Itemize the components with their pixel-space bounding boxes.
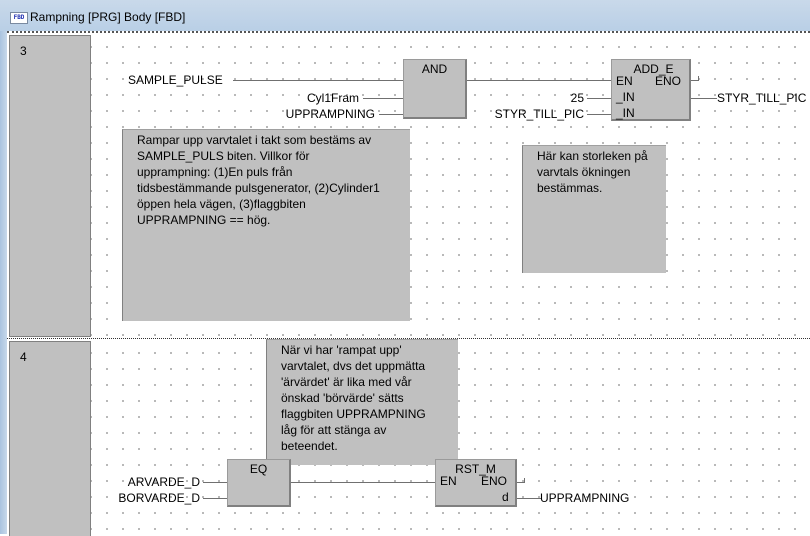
variable-styr-till-pic-in[interactable]: STYR_TILL_PIC: [494, 107, 584, 121]
network-gutter[interactable]: 4: [9, 341, 91, 536]
eno-wire: [691, 80, 699, 81]
variable-borvarde-d[interactable]: BORVARDE_D: [118, 491, 200, 505]
fbd-icon: FBD: [10, 12, 28, 24]
pin-eno: ENO: [481, 474, 508, 488]
pin-en: EN: [616, 74, 633, 88]
wire: [587, 114, 611, 115]
wire: [587, 98, 611, 99]
rst-m-block[interactable]: RST_M EN ENO d: [435, 459, 517, 507]
block-name: ADD_E: [633, 62, 674, 76]
pin-en: EN: [440, 474, 457, 488]
wire: [233, 80, 403, 81]
network-number: 4: [20, 350, 27, 364]
window-titlebar: FBD Rampning [PRG] Body [FBD]: [0, 0, 810, 32]
wire: [203, 482, 227, 483]
window-title: Rampning [PRG] Body [FBD]: [30, 10, 186, 24]
eno-wire: [698, 76, 699, 81]
variable-upprampning[interactable]: UPPRAMPNING: [285, 107, 375, 121]
network-4[interactable]: 4 När vi har 'rampat upp' varvtalet, dvs…: [7, 338, 810, 536]
variable-arvarde-d[interactable]: ARVARDE_D: [127, 475, 200, 489]
fbd-editor[interactable]: 3 SAMPLE_PULSE Cyl1Fram UPPRAMPNING AND …: [7, 31, 810, 536]
eno-wire: [517, 482, 525, 483]
wire: [691, 98, 717, 99]
pin-in2: _IN: [616, 106, 635, 120]
variable-upprampning-out[interactable]: UPPRAMPNING: [540, 491, 630, 505]
network-number: 3: [20, 44, 27, 58]
variable-styr-till-pic-out[interactable]: STYR_TILL_PIC: [717, 91, 807, 105]
pin-in1: _IN: [616, 90, 635, 104]
constant-25[interactable]: 25: [570, 91, 584, 105]
pin-eno: ENO: [655, 74, 682, 88]
wire: [291, 482, 435, 483]
wire: [379, 114, 403, 115]
wire: [363, 98, 403, 99]
window-frame-left: [0, 31, 7, 534]
comment-box[interactable]: Här kan storleken på varvtals ökningen b…: [522, 145, 666, 273]
eq-block[interactable]: EQ: [227, 459, 291, 507]
variable-cyl1fram[interactable]: Cyl1Fram: [306, 91, 359, 105]
and-block[interactable]: AND: [403, 59, 467, 119]
pin-d: d: [502, 490, 509, 504]
block-name: RST_M: [455, 462, 496, 476]
wire: [203, 498, 227, 499]
wire: [467, 80, 611, 81]
block-name: EQ: [249, 462, 268, 476]
eno-wire: [524, 478, 525, 483]
add-e-block[interactable]: ADD_E EN ENO _IN _IN: [611, 59, 691, 121]
block-name: AND: [421, 62, 448, 76]
variable-sample-pulse[interactable]: SAMPLE_PULSE: [128, 73, 223, 87]
network-3[interactable]: 3 SAMPLE_PULSE Cyl1Fram UPPRAMPNING AND …: [7, 33, 810, 337]
comment-box[interactable]: Rampar upp varvtalet i takt som bestäms …: [122, 129, 410, 321]
comment-box[interactable]: När vi har 'rampat upp' varvtalet, dvs d…: [266, 339, 458, 465]
wire: [517, 498, 541, 499]
network-gutter[interactable]: 3: [9, 35, 91, 337]
